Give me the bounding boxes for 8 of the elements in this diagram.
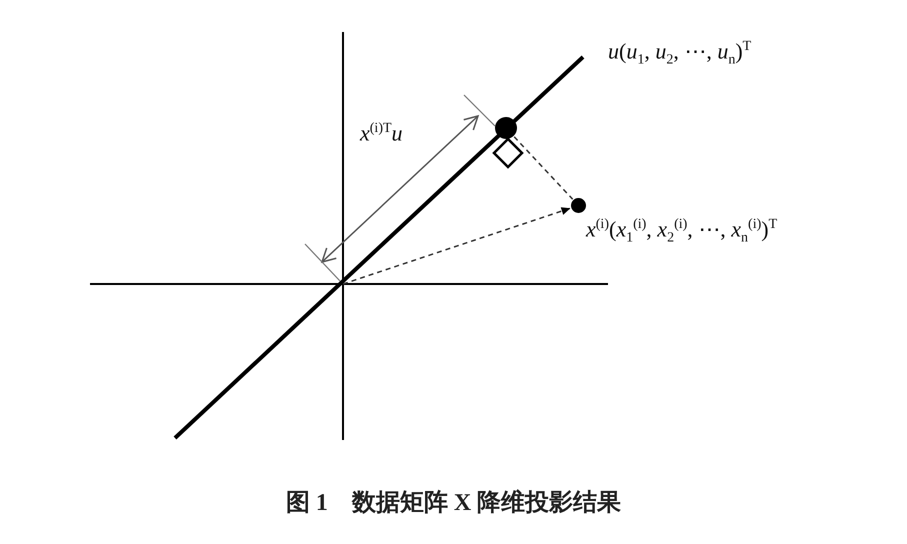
point-label: x$^{(i)}$(x$_{1}$$^{(i)}$, x$_{2}$$^{(i)}$, ⋯, x$_{n}$$^{(i)}$)$^{T}$ [586, 218, 778, 246]
figure-caption: 图 1 数据矩阵 X 降维投影结果 [284, 488, 622, 518]
dashed-line [514, 136, 574, 200]
data-point [571, 198, 586, 213]
dashed-arrow [342, 207, 571, 285]
length-label: x$^{(i)T}$u [360, 122, 403, 144]
vector-label: u(u$_{1}$, u$_{2}$, ⋯, u$_{n}$)$^{T}$ [608, 40, 752, 68]
projected-point [495, 117, 517, 139]
